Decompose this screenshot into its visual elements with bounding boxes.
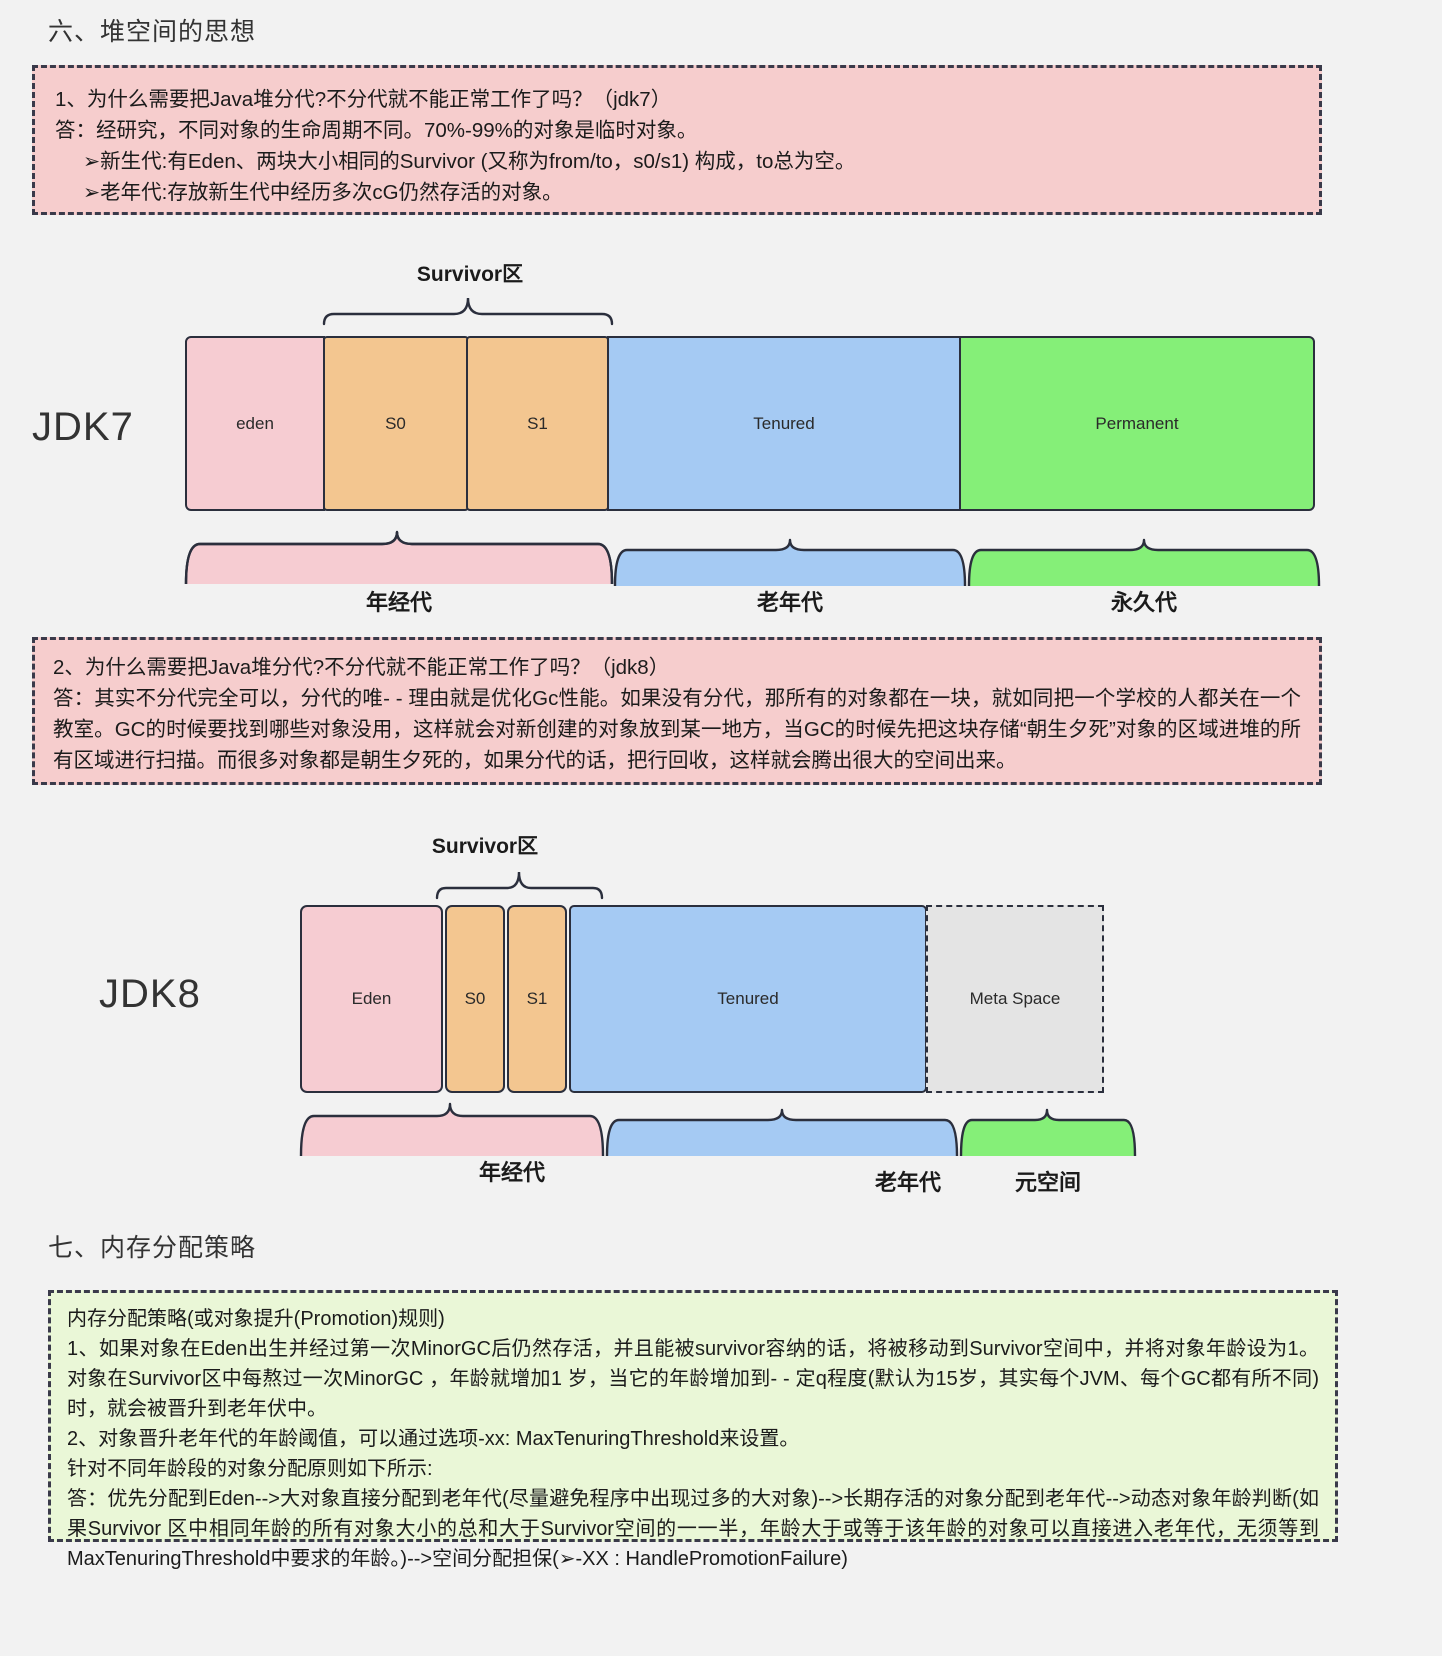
- jdk7-box-s0-label: S0: [385, 413, 406, 433]
- jdk8-memory-row: Eden S0 S1 Tenured Meta Space: [300, 905, 1138, 1093]
- diagram-jdk8: JDK8 Survivor区 Eden S0 S1 Tenured Meta S…: [0, 810, 1442, 1210]
- jdk8-box-metaspace-label: Meta Space: [969, 989, 1061, 1008]
- jdk7-box-eden-label: eden: [236, 413, 274, 433]
- jdk8-brace-label-young: 年经代: [478, 1160, 545, 1185]
- jdk8-box-metaspace[interactable]: Meta Space: [926, 905, 1104, 1093]
- jdk7-brace-label-old: 老年代: [756, 590, 823, 615]
- alloc-line-2: 1、如果对象在Eden出生并经过第一次MinorGC后仍然存活，并且能被surv…: [67, 1338, 1319, 1420]
- jdk8-box-eden-label: Eden: [351, 989, 392, 1008]
- callout-jdk7-question: 1、为什么需要把Java堆分代?不分代就不能正常工作了吗？（jdk7） 答：经研…: [32, 65, 1322, 215]
- jdk7-survivor-brace-icon: [322, 297, 614, 326]
- callout-jdk7-line-3: ➢新生代:有Eden、两块大小相同的Survivor (又称为from/to，s…: [83, 150, 856, 173]
- jdk7-perm-gen-brace-icon: [967, 538, 1321, 587]
- callout-jdk8-line-1: 2、为什么需要把Java堆分代?不分代就不能正常工作了吗？（jdk8）: [53, 656, 670, 679]
- jdk8-young-gen-brace-icon: [299, 1102, 605, 1157]
- jdk8-box-tenured[interactable]: Tenured: [569, 905, 927, 1093]
- alloc-line-4: 针对不同年龄段的对象分配原则如下所示:: [67, 1458, 433, 1480]
- jdk7-box-permanent-label: Permanent: [1095, 413, 1179, 433]
- jdk8-box-s1[interactable]: S1: [507, 905, 567, 1093]
- jdk7-memory-row: eden S0 S1 Tenured Permanent: [185, 336, 1320, 511]
- callout-jdk7-line-1: 1、为什么需要把Java堆分代?不分代就不能正常工作了吗？（jdk7）: [55, 88, 672, 111]
- jdk7-box-s1-label: S1: [527, 413, 548, 433]
- jdk8-box-eden[interactable]: Eden: [300, 905, 443, 1093]
- jdk7-box-permanent[interactable]: Permanent: [959, 336, 1315, 511]
- jdk8-metaspace-brace-icon: [959, 1108, 1137, 1157]
- callout-jdk8-question: 2、为什么需要把Java堆分代?不分代就不能正常工作了吗？（jdk8） 答：其实…: [32, 637, 1322, 785]
- jdk7-box-s0[interactable]: S0: [322, 336, 469, 511]
- jdk8-survivor-label: Survivor区: [431, 835, 539, 858]
- jdk8-box-s1-label: S1: [526, 989, 548, 1008]
- jdk7-box-s1[interactable]: S1: [466, 336, 609, 511]
- page-title-section-7: 七、内存分配策略: [48, 1234, 257, 1262]
- callout-jdk7-line-2: 答：经研究，不同对象的生命周期不同。70%-99%的对象是临时对象。: [55, 119, 698, 142]
- jdk7-box-tenured-label: Tenured: [753, 413, 815, 433]
- alloc-line-1: 内存分配策略(或对象提升(Promotion)规则): [67, 1308, 445, 1330]
- jdk8-box-tenured-label: Tenured: [717, 989, 779, 1008]
- callout-jdk7-line-4: ➢老年代:存放新生代中经历多次cG仍然存活的对象。: [83, 181, 563, 204]
- callout-allocation-policy: 内存分配策略(或对象提升(Promotion)规则) 1、如果对象在Eden出生…: [48, 1290, 1338, 1570]
- jdk8-old-gen-brace-icon: [605, 1108, 959, 1157]
- jdk7-brace-label-young: 年经代: [365, 590, 432, 615]
- alloc-line-3: 2、对象晋升老年代的年龄阈值，可以通过选项-xx: MaxTenuringThr…: [67, 1428, 800, 1450]
- jdk7-box-eden[interactable]: eden: [185, 336, 325, 511]
- jdk7-survivor-label: Survivor区: [416, 263, 524, 286]
- alloc-line-5: 答：优先分配到Eden-->大对象直接分配到老年代(尽量避免程序中出现过多的大对…: [67, 1488, 1319, 1570]
- jdk7-old-gen-brace-icon: [613, 538, 967, 587]
- jdk7-brace-label-perm: 永久代: [1110, 590, 1177, 615]
- diagram-jdk8-title: JDK8: [99, 972, 201, 1016]
- jdk7-young-gen-brace-icon: [184, 530, 614, 585]
- page-title-section-6: 六、堆空间的思想: [48, 18, 257, 46]
- jdk8-survivor-brace-icon: [435, 871, 604, 900]
- jdk8-brace-label-metaspace: 元空间: [1014, 1170, 1081, 1195]
- diagram-jdk7-title: JDK7: [32, 405, 134, 449]
- jdk8-box-s0-label: S0: [464, 989, 486, 1008]
- diagram-jdk7: JDK7 Survivor区 eden S0 S1 Tenured Perman…: [0, 240, 1442, 630]
- jdk8-box-s0[interactable]: S0: [445, 905, 505, 1093]
- jdk8-brace-label-old: 老年代: [874, 1170, 941, 1195]
- jdk7-box-tenured[interactable]: Tenured: [606, 336, 962, 511]
- callout-jdk8-body: 答：其实不分代完全可以，分代的唯- - 理由就是优化Gc性能。如果没有分代，那所…: [53, 687, 1301, 772]
